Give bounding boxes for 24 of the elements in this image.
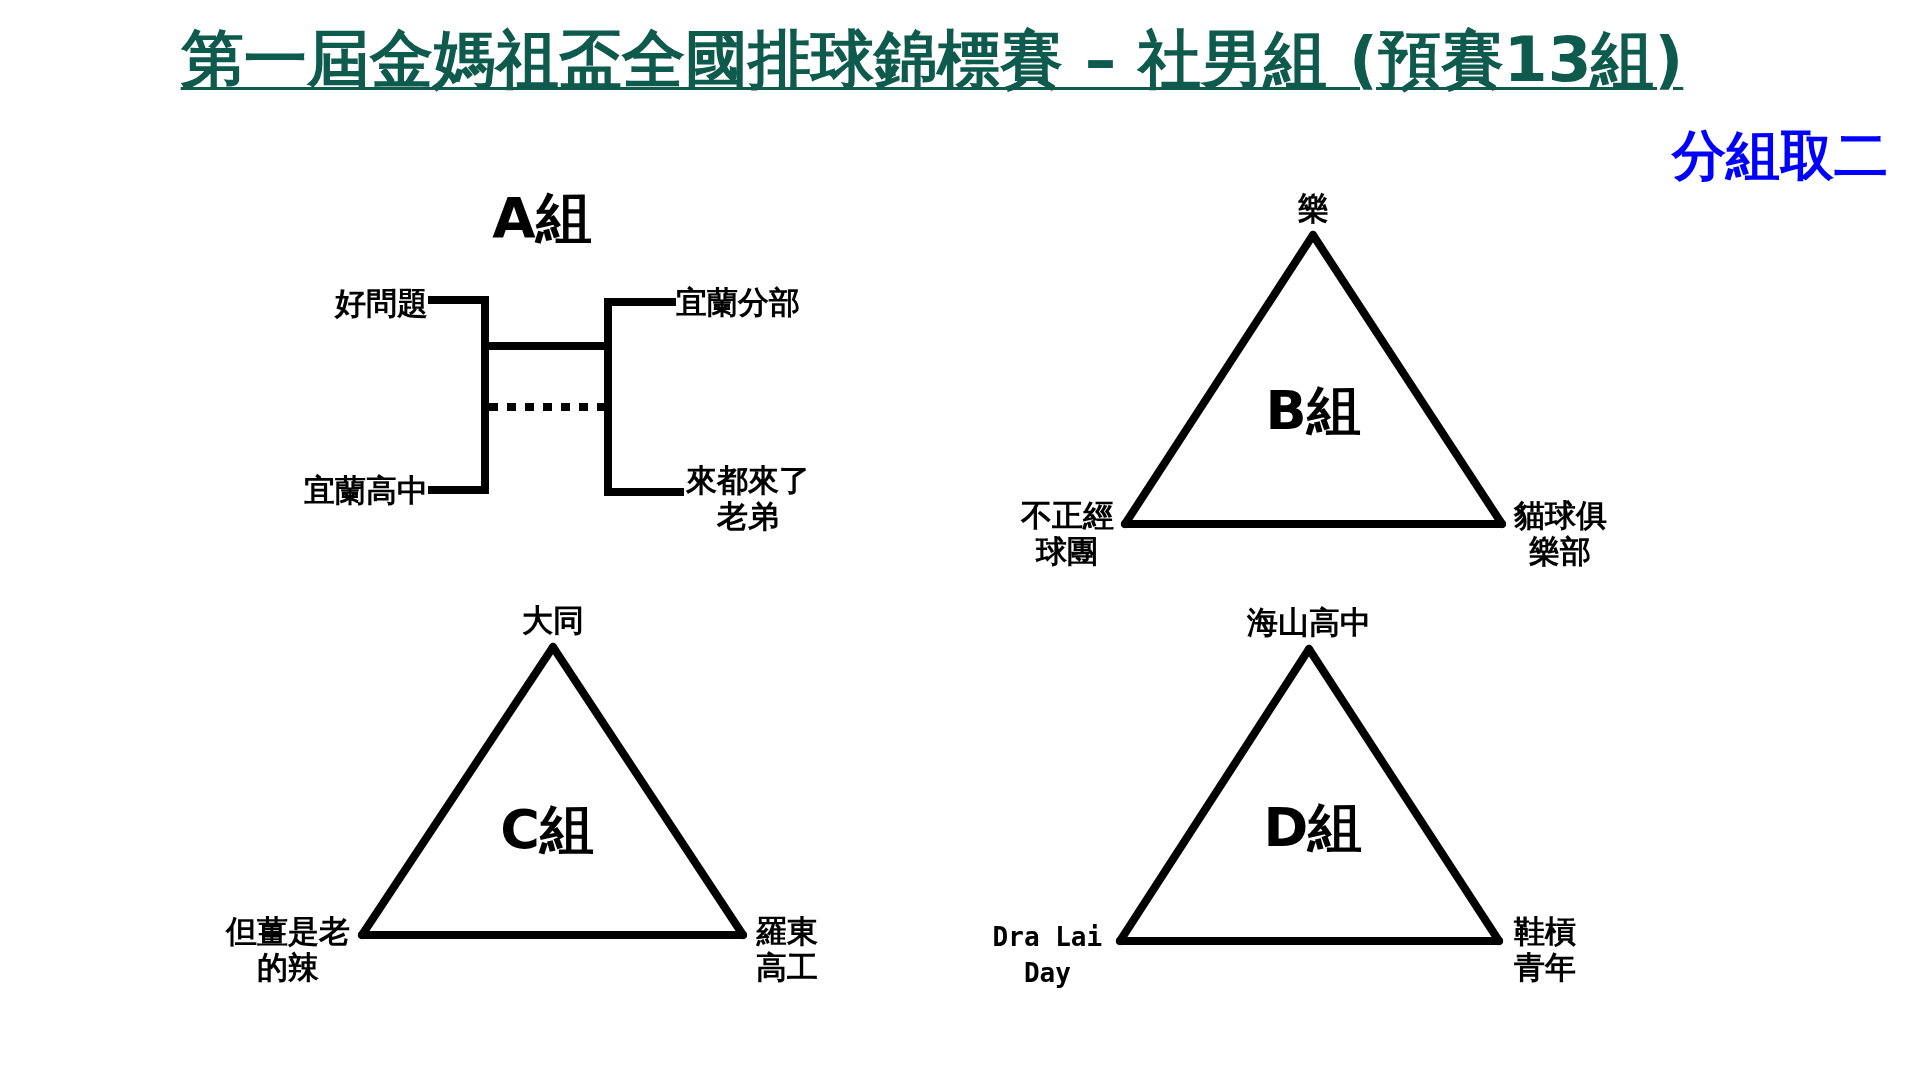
team-name: 宜蘭高中 (304, 472, 428, 508)
team-name: 羅東高工 (754, 913, 820, 985)
team-name: 宜蘭分部 (676, 284, 800, 320)
team-name: 好問題 (335, 285, 428, 321)
team-name: 但薑是老的辣 (224, 913, 352, 985)
group-label: A組 (492, 184, 592, 252)
title: 第一屆金媽祖盃全國排球錦標賽 – 社男組 (預賽13組) (180, 22, 1684, 98)
note: 分組取二 (1672, 124, 1888, 189)
triangle-side (1121, 520, 1506, 528)
group-label: C組 (500, 798, 594, 863)
team-name: Dra Lai Day (984, 919, 1110, 991)
team-name: 鞋槓青年 (1512, 913, 1578, 985)
triangle-side (1116, 937, 1503, 945)
team-name: 大同 (522, 602, 584, 638)
bracket-bar (481, 296, 489, 494)
team-name: 海山高中 (1247, 604, 1371, 640)
bracket-bar (604, 298, 612, 496)
team-name: 不正經球團 (1019, 497, 1115, 569)
team-name: 貓球俱樂部 (1512, 497, 1608, 569)
group-label: B組 (1265, 379, 1361, 444)
team-name: 樂 (1297, 190, 1329, 226)
team-name: 來都來了老弟 (684, 462, 812, 534)
group-label: D組 (1263, 796, 1363, 861)
triangle-side (358, 931, 747, 939)
